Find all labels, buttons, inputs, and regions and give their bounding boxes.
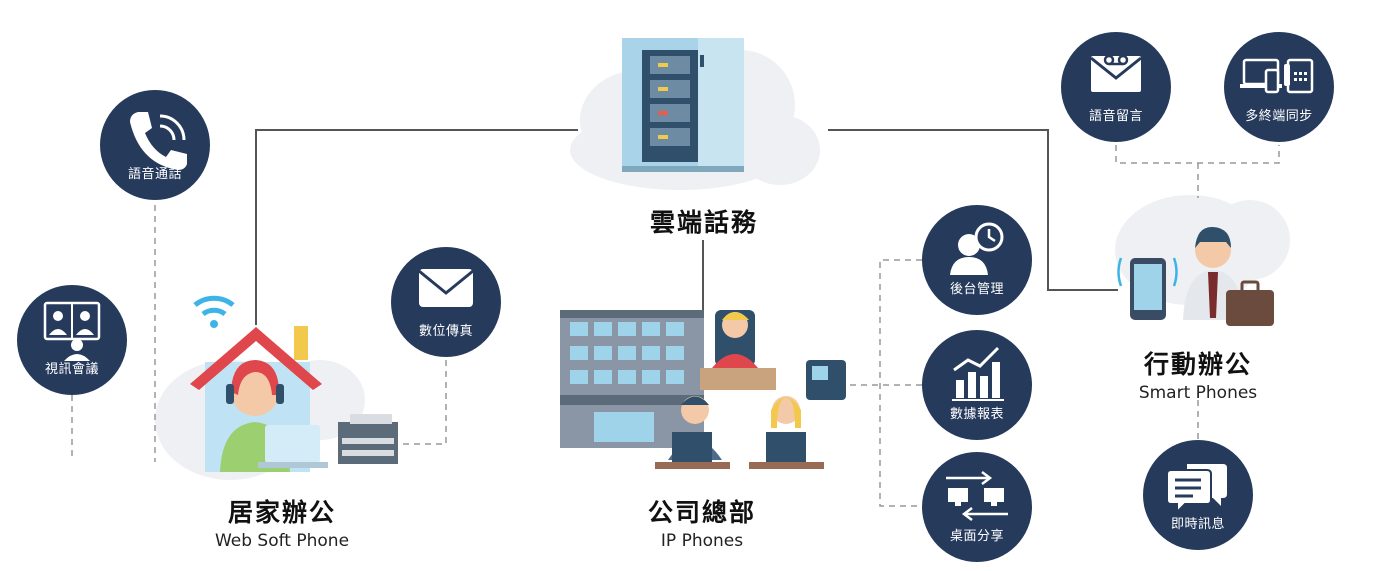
- video-conference-label: 視訊會議: [44, 362, 99, 377]
- desktop-share-icon: [946, 471, 1008, 521]
- cloud-hub-title: 雲端話務: [650, 208, 759, 237]
- home-office-subtitle: Web Soft Phone: [214, 531, 350, 551]
- desktop-share-label: 桌面分享: [949, 529, 1004, 544]
- home-office-illustration: [190, 295, 398, 472]
- server-rack-illustration: [622, 38, 744, 172]
- multi-device-sync-feature: 多終端同步: [1224, 32, 1334, 142]
- mobile-office-label: 行動辦公: [1143, 350, 1252, 379]
- envelope-icon: [418, 269, 474, 307]
- backend-management-feature: 後台管理: [922, 205, 1032, 315]
- home-office-title: 居家辦公 Web Soft Phone: [182, 493, 382, 551]
- headquarters-illustration: [560, 310, 846, 469]
- digital-fax-feature: 數位傳真: [391, 247, 501, 357]
- mobile-office-title: 行動辦公 Smart Phones: [1098, 345, 1298, 403]
- video-conference-icon: [43, 301, 101, 361]
- mobile-office-illustration: [1117, 226, 1274, 326]
- chat-icon: [1166, 464, 1227, 515]
- data-report-feature: 數據報表: [922, 330, 1032, 440]
- mobile-office-subtitle: Smart Phones: [1138, 383, 1258, 403]
- backend-management-label: 後台管理: [949, 282, 1004, 297]
- bar-chart-icon: [952, 346, 1004, 401]
- voice-call-feature: 語音通話: [100, 90, 210, 200]
- video-conference-feature: 視訊會議: [17, 285, 127, 395]
- hq-subtitle: IP Phones: [660, 531, 744, 551]
- voicemail-feature: 語音留言: [1061, 32, 1171, 142]
- instant-message-feature: 即時訊息: [1143, 440, 1253, 550]
- user-clock-icon: [950, 222, 1004, 275]
- phone-icon: [130, 112, 187, 170]
- voice-call-label: 語音通話: [127, 167, 182, 182]
- hq-title: 公司總部 IP Phones: [602, 493, 802, 551]
- instant-message-label: 即時訊息: [1170, 517, 1225, 532]
- desktop-share-feature: 桌面分享: [922, 452, 1032, 562]
- voicemail-label: 語音留言: [1088, 109, 1143, 124]
- multi-device-sync-label: 多終端同步: [1245, 109, 1313, 124]
- digital-fax-label: 數位傳真: [418, 324, 473, 339]
- dashed-connectors: [71, 145, 1280, 507]
- home-office-label: 居家辦公: [227, 498, 336, 527]
- devices-icon: [1240, 58, 1314, 94]
- voicemail-icon: [1090, 54, 1142, 92]
- hq-label: 公司總部: [647, 498, 756, 527]
- data-report-label: 數據報表: [949, 407, 1004, 422]
